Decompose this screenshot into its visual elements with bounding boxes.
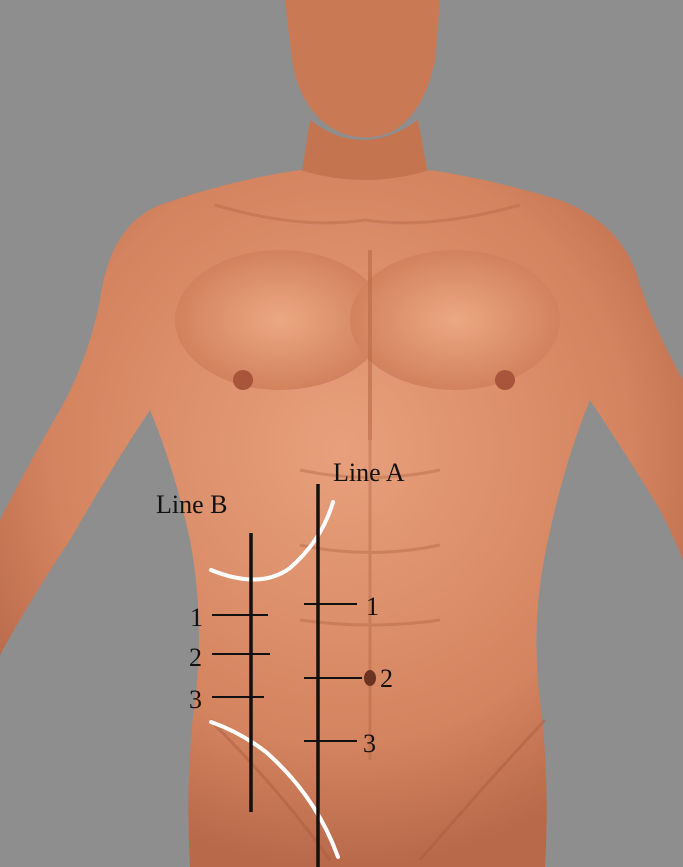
line-b-tick-label-2: 2: [189, 643, 202, 672]
right-nipple-illustration: [495, 370, 515, 390]
line-b-tick-label-3: 3: [189, 685, 202, 714]
navel-illustration: [364, 670, 376, 686]
line-b-label: Line B: [156, 490, 228, 519]
line-b-tick-label-1: 1: [190, 603, 203, 632]
line-a-tick-label-3: 3: [363, 729, 376, 758]
line-a-label: Line A: [333, 458, 405, 487]
head-illustration: [285, 0, 440, 138]
left-nipple-illustration: [233, 370, 253, 390]
right-pectoral-illustration: [350, 250, 560, 390]
line-a-tick-label-1: 1: [366, 592, 379, 621]
line-a-tick-label-2: 2: [380, 664, 393, 693]
